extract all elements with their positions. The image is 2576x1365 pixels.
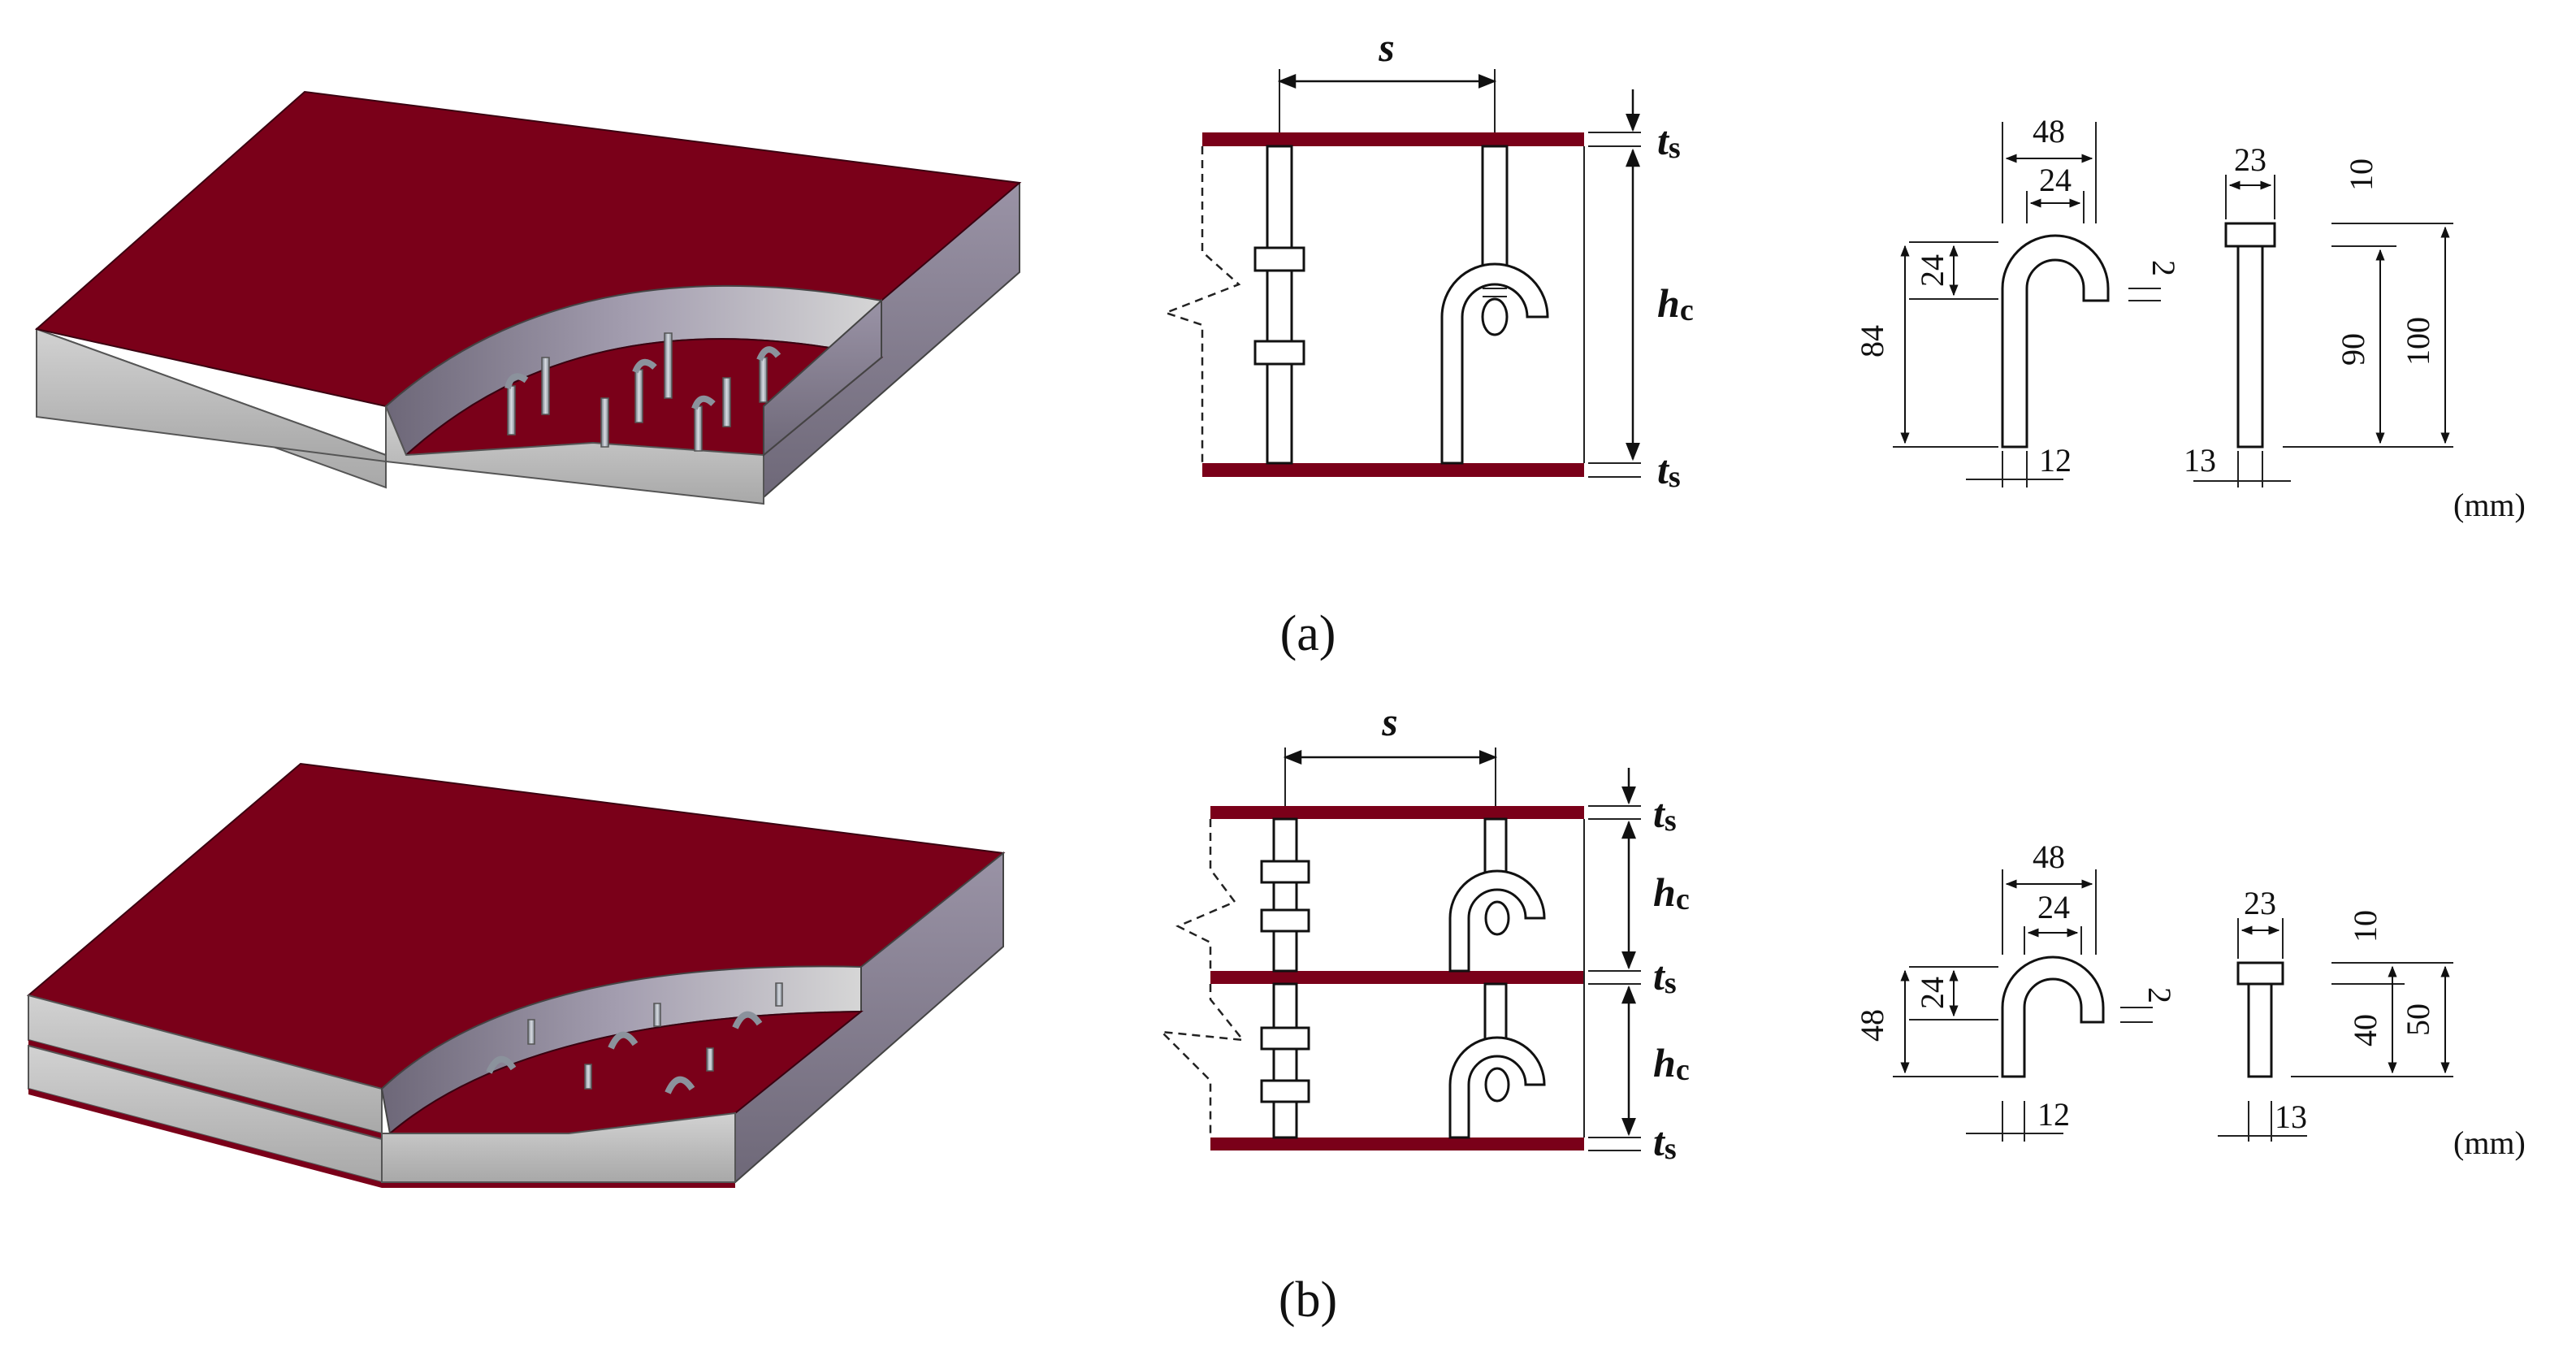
connector-hook — [632, 358, 657, 374]
section-a-stud — [1253, 145, 1305, 465]
panel-b-front-edge — [381, 1112, 736, 1183]
connector-hook — [665, 1076, 695, 1094]
section-b-stud-upper — [1260, 817, 1310, 973]
dim-a-stud-total: 100 — [2400, 317, 2436, 366]
dim-b-stud-head: 23 — [2244, 885, 2276, 921]
connector-stud — [541, 357, 550, 415]
section-a-top-plate — [1202, 132, 1584, 146]
caption-a: (a) — [1280, 606, 1336, 661]
dim-a-hook-dia: 12 — [2039, 442, 2072, 479]
connector-hook — [756, 346, 781, 362]
section-b-mid-plate — [1210, 971, 1584, 984]
dim-a-hook-width: 48 — [2033, 113, 2065, 150]
connector-hook — [732, 1011, 763, 1029]
connector-stud — [664, 332, 673, 399]
label-ts-b-mid: ts — [1653, 953, 1677, 1000]
connector-stud — [507, 385, 516, 436]
dim-b-hook-dia: 12 — [2037, 1096, 2070, 1133]
section-a-break-line — [1162, 146, 1241, 463]
stud-connector-drawing-a: 23 10 90 100 13 — [2184, 141, 2453, 488]
panel-a-connectors — [504, 332, 781, 452]
section-a-hook — [1440, 145, 1549, 465]
dim-a-stud-head-h: 10 — [2343, 158, 2379, 191]
label-s-b: s — [1381, 699, 1397, 744]
connector-hook — [486, 1055, 517, 1074]
connector-hook — [608, 1031, 639, 1050]
section-a-bottom-plate — [1202, 463, 1584, 477]
connector-stud — [584, 1064, 592, 1090]
label-ts-a-bottom: ts — [1657, 447, 1681, 494]
section-b: s ts hc ts hc ts — [1158, 699, 1690, 1166]
connector-hook — [691, 395, 716, 410]
dim-b-hook-bend: 24 — [1914, 977, 1950, 1009]
dim-b-hook-height: 48 — [1854, 1009, 1890, 1042]
section-b-stud-lower — [1260, 982, 1310, 1139]
connector-stud — [706, 1047, 714, 1072]
hook-connector-drawing-a: 48 24 24 84 2 12 — [1854, 113, 2182, 488]
connector-dims-a: 48 24 24 84 2 12 23 — [1854, 113, 2526, 523]
label-ts-a-top: ts — [1657, 118, 1681, 165]
panel-a-right-edge — [763, 298, 882, 457]
dim-a-hook-bend: 24 — [1914, 254, 1950, 287]
connector-hook — [504, 373, 529, 390]
connector-stud — [653, 1003, 661, 1027]
dim-b-hook-gap: 2 — [2141, 987, 2178, 1003]
dim-a-stud-head: 23 — [2234, 141, 2266, 178]
label-hc-b-upper: hc — [1653, 869, 1690, 916]
dim-a-hook-height: 84 — [1854, 325, 1890, 358]
connector-stud — [759, 357, 768, 403]
label-hc-b-lower: hc — [1653, 1040, 1690, 1087]
label-hc-a: hc — [1657, 280, 1694, 327]
connector-stud — [775, 982, 783, 1007]
section-b-hook-upper — [1448, 817, 1546, 973]
dim-b-stud-shank: 40 — [2347, 1014, 2383, 1046]
dim-b-stud-dia: 13 — [2275, 1098, 2307, 1135]
label-ts-b-bottom: ts — [1653, 1119, 1677, 1166]
connector-stud — [694, 405, 703, 452]
dim-b-stud-head-h: 10 — [2347, 910, 2383, 942]
connector-dims-b: 48 24 24 48 2 12 23 — [1854, 838, 2526, 1161]
section-b-bottom-plate — [1210, 1138, 1584, 1150]
section-b-break-line-2 — [1158, 984, 1245, 1138]
dim-b-stud-total: 50 — [2400, 1003, 2436, 1036]
section-b-hook-lower — [1448, 982, 1546, 1139]
label-s-a: s — [1378, 24, 1394, 70]
panel-b-connectors — [486, 982, 783, 1094]
caption-b: (b) — [1279, 1272, 1337, 1328]
hook-connector-drawing-b: 48 24 24 48 2 12 — [1854, 838, 2178, 1142]
panel-3d-b — [26, 762, 1006, 1188]
connector-stud — [634, 369, 643, 423]
section-a: s ts hc ts — [1162, 24, 1694, 494]
panel-a-top-plate — [34, 90, 1022, 408]
dim-b-hook-inner: 24 — [2037, 889, 2070, 925]
panel-b-mid-plate — [28, 1040, 382, 1139]
stud-connector-drawing-b: 23 10 40 50 13 — [2218, 885, 2453, 1142]
dim-a-hook-gap: 2 — [2145, 260, 2182, 276]
dim-a-hook-inner: 24 — [2039, 162, 2072, 198]
connector-stud — [722, 377, 731, 427]
section-b-break-line-1 — [1175, 819, 1236, 971]
dim-a-stud-dia: 13 — [2184, 442, 2216, 479]
unit-label-a: (mm) — [2453, 487, 2526, 523]
connector-stud — [527, 1019, 535, 1045]
label-ts-b-top: ts — [1653, 791, 1677, 838]
dim-a-stud-shank: 90 — [2335, 333, 2371, 366]
connector-stud — [600, 397, 609, 448]
panel-3d-a — [34, 90, 1022, 505]
dim-b-hook-width: 48 — [2033, 838, 2065, 875]
panel-b-cutout-floor — [387, 1010, 864, 1134]
unit-label-b: (mm) — [2453, 1124, 2526, 1161]
section-b-top-plate — [1210, 806, 1584, 819]
